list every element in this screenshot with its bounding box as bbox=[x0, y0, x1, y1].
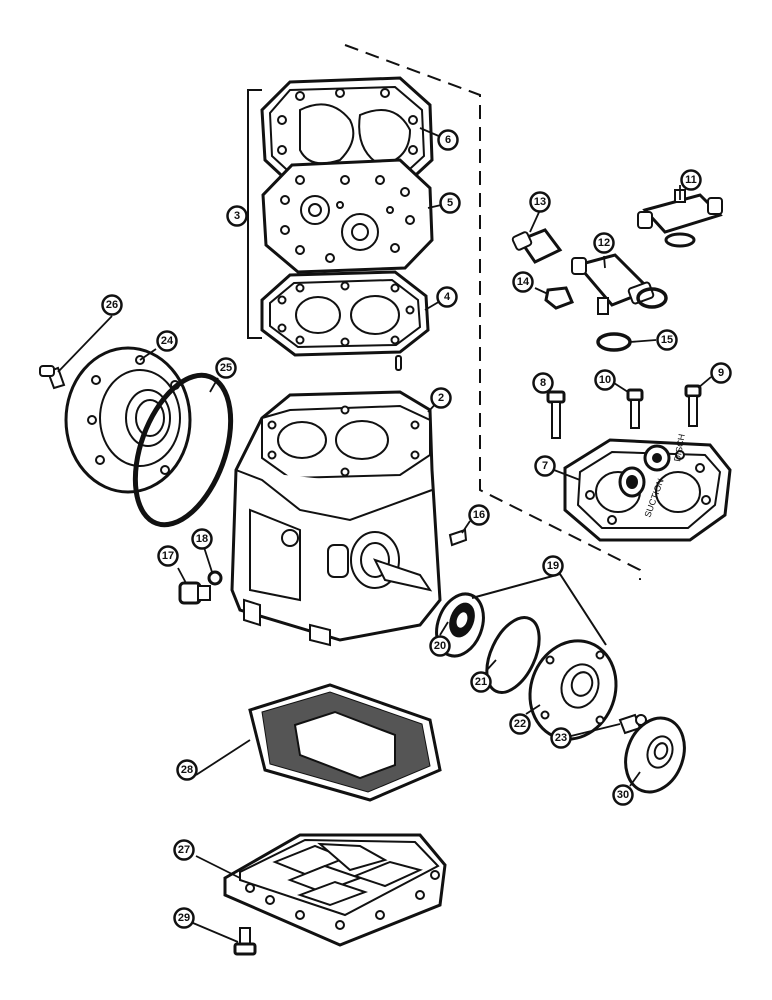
callout-15: 15 bbox=[656, 329, 678, 351]
svg-text:17: 17 bbox=[162, 550, 174, 562]
o-ring-18 bbox=[207, 570, 223, 586]
callout-14: 14 bbox=[512, 271, 534, 293]
svg-text:30: 30 bbox=[617, 789, 629, 801]
bolt-29 bbox=[233, 927, 257, 956]
o-ring-21 bbox=[485, 616, 541, 694]
callout-16: 16 bbox=[468, 504, 490, 526]
callout-20: 20 bbox=[429, 635, 451, 657]
callout-30: 30 bbox=[612, 784, 634, 806]
service-valve-11 bbox=[637, 189, 723, 248]
callout-27: 27 bbox=[173, 839, 195, 861]
bolt-8 bbox=[546, 390, 566, 439]
callout-6: 6 bbox=[437, 129, 459, 151]
callout-8: 8 bbox=[532, 372, 554, 394]
dust-cover-30 bbox=[624, 716, 686, 794]
callout-24: 24 bbox=[156, 330, 178, 352]
svg-text:27: 27 bbox=[178, 844, 190, 856]
adapter-13 bbox=[511, 228, 563, 264]
svg-text:8: 8 bbox=[540, 377, 546, 389]
pin-16 bbox=[448, 528, 468, 547]
cylinder-head-7: SUCTION DISCH bbox=[563, 433, 732, 542]
callout-12: 12 bbox=[593, 232, 615, 254]
bolt-9 bbox=[684, 384, 702, 427]
svg-text:7: 7 bbox=[542, 460, 548, 472]
gasket-4 bbox=[260, 270, 430, 357]
bottom-plate-27 bbox=[223, 833, 447, 947]
rear-cover-24 bbox=[64, 346, 192, 494]
svg-text:12: 12 bbox=[598, 237, 610, 249]
callout-17: 17 bbox=[157, 545, 179, 567]
callout-28: 28 bbox=[176, 759, 198, 781]
callout-23: 23 bbox=[550, 727, 572, 749]
service-valve-12 bbox=[571, 253, 655, 315]
screw-26 bbox=[39, 365, 66, 390]
callout-7: 7 bbox=[534, 455, 556, 477]
discharge-stamp: DISCH bbox=[672, 433, 687, 462]
svg-text:9: 9 bbox=[718, 367, 724, 379]
drain-plug-17 bbox=[178, 581, 211, 605]
bracket-3 bbox=[247, 89, 262, 339]
valve-plate-5 bbox=[261, 158, 434, 274]
svg-text:16: 16 bbox=[473, 509, 485, 521]
svg-text:20: 20 bbox=[434, 640, 446, 652]
svg-text:15: 15 bbox=[661, 334, 673, 346]
callout-5: 5 bbox=[439, 192, 461, 214]
svg-text:2: 2 bbox=[438, 392, 444, 404]
callout-25: 25 bbox=[215, 357, 237, 379]
svg-text:22: 22 bbox=[514, 718, 526, 730]
callout-9: 9 bbox=[710, 362, 732, 384]
assembly-dashed-line bbox=[344, 44, 641, 580]
bolt-10 bbox=[626, 388, 644, 429]
callout-22: 22 bbox=[509, 713, 531, 735]
svg-text:21: 21 bbox=[475, 676, 487, 688]
o-ring-25 bbox=[132, 372, 234, 528]
svg-text:11: 11 bbox=[685, 174, 697, 186]
svg-text:19: 19 bbox=[547, 560, 559, 572]
svg-text:6: 6 bbox=[445, 134, 451, 146]
svg-text:25: 25 bbox=[220, 362, 232, 374]
svg-text:14: 14 bbox=[517, 276, 530, 288]
svg-text:13: 13 bbox=[534, 196, 546, 208]
svg-text:28: 28 bbox=[181, 764, 193, 776]
svg-text:24: 24 bbox=[161, 335, 174, 347]
callout-26: 26 bbox=[101, 294, 123, 316]
callout-3: 3 bbox=[226, 205, 248, 227]
callout-4: 4 bbox=[436, 286, 458, 308]
callout-13: 13 bbox=[529, 191, 551, 213]
seal-plate-22 bbox=[528, 639, 618, 741]
callout-2: 2 bbox=[430, 387, 452, 409]
callout-10: 10 bbox=[594, 369, 616, 391]
callout-19: 19 bbox=[542, 555, 564, 577]
svg-text:4: 4 bbox=[444, 291, 451, 303]
cap-14 bbox=[544, 286, 574, 310]
dowel-pin bbox=[395, 355, 402, 371]
callout-18: 18 bbox=[191, 528, 213, 550]
svg-text:23: 23 bbox=[555, 732, 567, 744]
compressor-body-2 bbox=[230, 390, 442, 647]
bottom-gasket-28 bbox=[248, 683, 442, 802]
svg-text:10: 10 bbox=[599, 374, 611, 386]
svg-text:26: 26 bbox=[106, 299, 118, 311]
svg-text:18: 18 bbox=[196, 533, 208, 545]
callout-29: 29 bbox=[173, 907, 195, 929]
callout-11: 11 bbox=[680, 169, 702, 191]
svg-text:29: 29 bbox=[178, 912, 190, 924]
svg-text:5: 5 bbox=[447, 197, 453, 209]
svg-text:3: 3 bbox=[234, 210, 240, 222]
callout-21: 21 bbox=[470, 671, 492, 693]
